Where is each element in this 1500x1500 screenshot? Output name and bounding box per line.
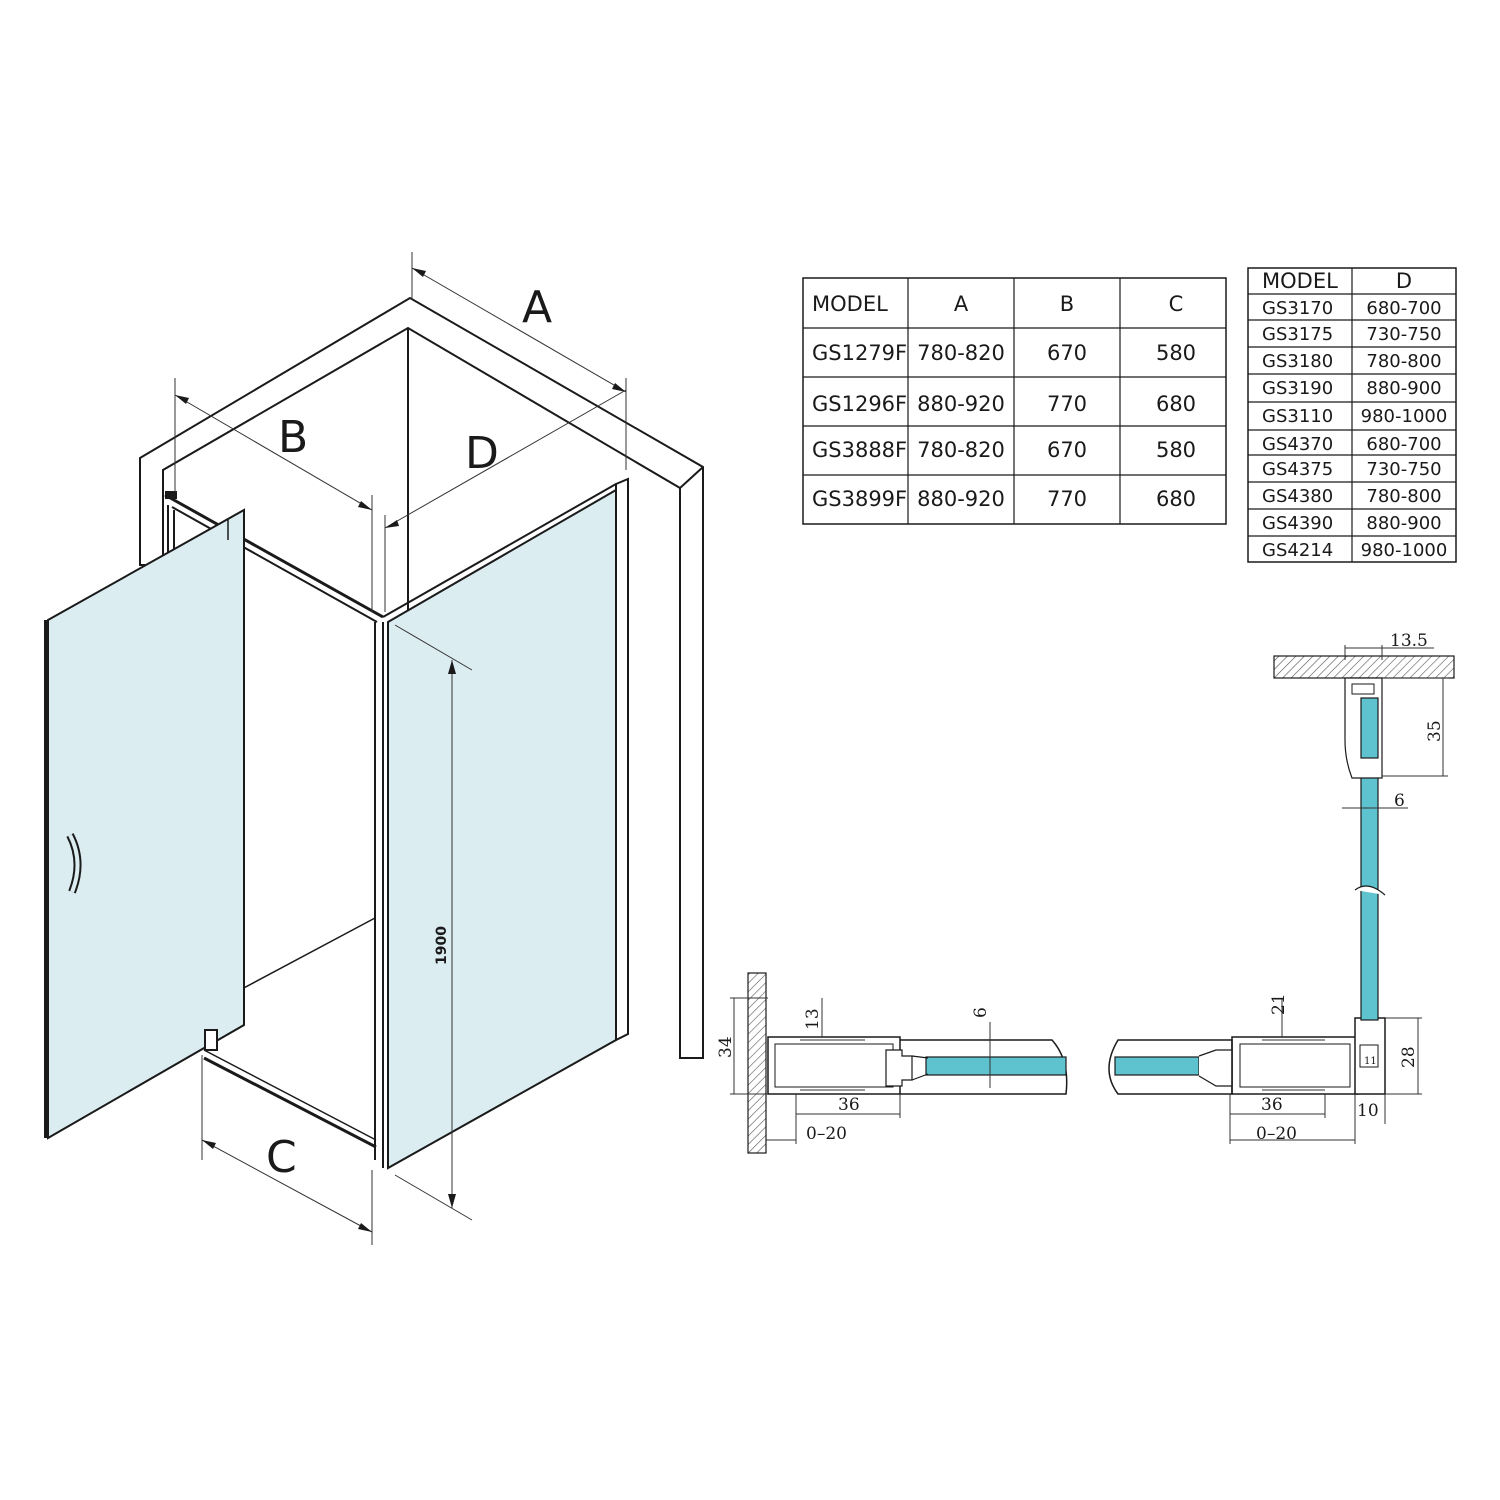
label-1900: 1900: [434, 926, 450, 965]
dim-35: 35: [1425, 720, 1445, 742]
dim-b: B: [174, 378, 373, 612]
dim-6-left: 6: [971, 1007, 991, 1018]
table1-value-cell: 580: [1156, 341, 1196, 365]
table1-model-cell: GS3899F: [812, 487, 907, 511]
dim-36-right: 36: [1261, 1095, 1283, 1115]
table1-model-cell: GS1279F: [812, 341, 907, 365]
table2-model-cell: GS3190: [1262, 378, 1333, 399]
dim-36-left: 36: [838, 1095, 860, 1115]
table1-value-cell: 580: [1156, 438, 1196, 462]
table2-model-cell: GS3170: [1262, 298, 1333, 319]
dim-0-20-right: 0–20: [1256, 1124, 1297, 1144]
dim-0-20-left: 0–20: [806, 1124, 847, 1144]
table2-header: D: [1396, 269, 1412, 293]
table2-model-cell: GS4390: [1262, 513, 1333, 534]
dim-11: 11: [1364, 1056, 1377, 1067]
dim-21: 21: [1269, 993, 1289, 1015]
table2-value-cell: 730-750: [1366, 459, 1441, 480]
dim-34: 34: [716, 1036, 736, 1058]
perspective-view: A B D C: [44, 252, 704, 1245]
table2-value-cell: 680-700: [1366, 434, 1441, 455]
table1-header: MODEL: [812, 292, 888, 316]
table2-value-cell: 980-1000: [1361, 406, 1448, 427]
table1-value-cell: 680: [1156, 392, 1196, 416]
table1-header: C: [1169, 292, 1184, 316]
table2-value-cell: 780-800: [1366, 351, 1441, 372]
door-frame: [164, 491, 384, 1168]
label-d: D: [465, 428, 499, 479]
door-handle-icon: [66, 833, 82, 894]
table2-model-cell: GS3175: [1262, 324, 1333, 345]
table1-value-cell: 880-920: [917, 392, 1005, 416]
table2-model-cell: GS3180: [1262, 351, 1333, 372]
section-left-profile: 34 13 6 36 0–20: [716, 972, 1068, 1154]
table1-value-cell: 770: [1047, 487, 1087, 511]
table1-model-cell: GS1296F: [812, 392, 907, 416]
dim-13: 13: [803, 1008, 823, 1030]
label-c: C: [266, 1132, 297, 1183]
table2-model-cell: GS4375: [1262, 459, 1333, 480]
dim-13-5: 13.5: [1390, 631, 1428, 651]
table1-value-cell: 780-820: [917, 438, 1005, 462]
table1-value-cell: 670: [1047, 341, 1087, 365]
table2-model-cell: GS4370: [1262, 434, 1333, 455]
table2-model-cell: GS4380: [1262, 486, 1333, 507]
fixed-side-panel: [382, 477, 629, 1170]
table1-value-cell: 680: [1156, 487, 1196, 511]
table2-value-cell: 880-900: [1366, 378, 1441, 399]
dim-c: C: [201, 1055, 373, 1245]
table2-value-cell: 680-700: [1366, 298, 1441, 319]
table1-value-cell: 880-920: [917, 487, 1005, 511]
table1-value-cell: 780-820: [917, 341, 1005, 365]
table2-model-cell: GS4214: [1262, 540, 1333, 561]
dim-28: 28: [1399, 1046, 1419, 1068]
hinge-icon: [204, 1029, 218, 1051]
dim-a: A: [411, 252, 627, 470]
table2-value-cell: 880-900: [1366, 513, 1441, 534]
dim-height: 1900: [394, 624, 473, 1221]
table2-header: MODEL: [1262, 269, 1338, 293]
table2-value-cell: 730-750: [1366, 324, 1441, 345]
table1-value-cell: 670: [1047, 438, 1087, 462]
table1-header: A: [954, 292, 969, 316]
dim-10: 10: [1357, 1101, 1379, 1121]
dim-6-top: 6: [1394, 791, 1405, 811]
section-right-profile: 21 28 36 0–20 10 11 13.5 35 6: [1108, 631, 1455, 1144]
dim-d: D: [384, 389, 627, 612]
table2-model-cell: GS3110: [1262, 406, 1333, 427]
label-b: B: [278, 412, 308, 463]
table2-value-cell: 980-1000: [1361, 540, 1448, 561]
table1-model-cell: GS3888F: [812, 438, 907, 462]
table1-header: B: [1060, 292, 1074, 316]
label-a: A: [522, 282, 552, 333]
open-door-panel: [44, 508, 245, 1140]
table2-value-cell: 780-800: [1366, 486, 1441, 507]
table1-value-cell: 770: [1047, 392, 1087, 416]
